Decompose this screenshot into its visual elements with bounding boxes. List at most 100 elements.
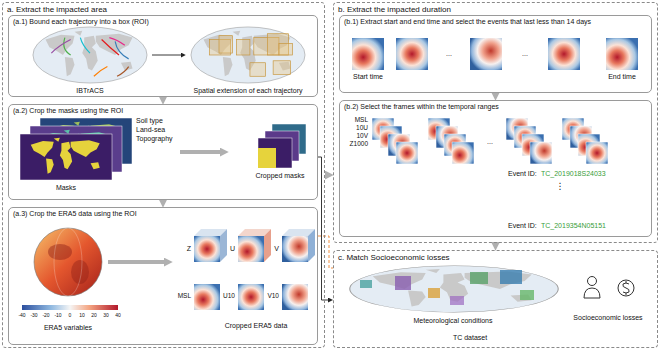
era5-cubes	[238, 284, 264, 310]
figure-label: Soil type	[136, 117, 163, 124]
stage-panel: c. Match Socioeconomic losses	[333, 250, 658, 348]
roi-map	[191, 27, 305, 83]
figure-label: 10U	[356, 125, 368, 132]
trajectory-map	[51, 38, 128, 77]
step-heading: (a.3) Crop the ERA5 data using the ROI	[9, 208, 317, 220]
frame-stacks	[372, 118, 608, 164]
roi-map	[273, 61, 290, 75]
panel-title: a. Extract the impacted area	[3, 3, 324, 16]
figure-label: V	[274, 245, 279, 252]
roi-map	[219, 36, 233, 53]
event-id: TC_2019354N05151	[541, 222, 606, 229]
mask-stack	[31, 138, 100, 174]
mask-stack	[20, 118, 306, 180]
colorbar-tick: 10	[79, 313, 85, 318]
step-heading: (a.2) Crop the masks using the ROI	[9, 105, 317, 117]
era5-cubes	[264, 229, 271, 262]
loss-icons	[623, 283, 629, 293]
colorbar-tick: 0	[69, 313, 72, 318]
event-frames	[470, 38, 502, 70]
dataset-map	[350, 266, 558, 312]
mask-stack	[258, 138, 292, 168]
colorbar-tick: -10	[54, 313, 61, 318]
figure-label: ...	[446, 50, 452, 57]
era5-cubes	[282, 284, 308, 310]
loss-icons	[626, 293, 627, 295]
figure-label: Meteorological conditions	[414, 317, 493, 324]
event-frames	[548, 38, 580, 70]
figure-label: ERA5 variables	[44, 324, 92, 331]
mask-stack	[258, 148, 276, 168]
figure-label: Z1000	[350, 141, 368, 148]
era5-globe	[54, 228, 82, 296]
frame-stacks	[396, 142, 418, 164]
loss-icons	[588, 277, 597, 286]
dataset-map	[428, 288, 440, 298]
flow-connector	[494, 93, 498, 94]
colorbar-tick: -40	[18, 313, 25, 318]
dataset-map	[450, 296, 464, 305]
era5-cubes	[220, 229, 227, 262]
figure-label: MSL	[355, 117, 368, 124]
step-box: (b.2) Select the frames within the tempo…	[339, 100, 652, 237]
event-id: Event ID:	[508, 222, 537, 229]
figure-label: TC dataset	[453, 334, 487, 341]
loss-icons	[626, 281, 627, 283]
colorbar-tick: 40	[115, 313, 121, 318]
roi-map	[236, 40, 250, 55]
flow-connector	[318, 236, 333, 268]
roi-map	[191, 27, 305, 83]
step-box: (a.2) Crop the masks using the ROI	[8, 104, 318, 200]
stage-panel: b. Extract the impacted duration(b.1) Ex…	[333, 2, 658, 243]
figure-label: U10	[223, 293, 235, 300]
dataset-map	[395, 276, 411, 290]
dataset-map	[470, 272, 488, 284]
figure-label: MSL	[178, 293, 191, 300]
event-frames	[352, 38, 638, 70]
dataset-map	[350, 266, 558, 312]
trajectory-map	[117, 67, 129, 77]
era5-cubes	[194, 229, 315, 310]
figure-label: Land-sea	[136, 126, 165, 133]
figure-label: Topography	[136, 135, 173, 142]
colorbar-tick: 30	[103, 313, 109, 318]
trajectory-map	[80, 38, 90, 53]
panel-title: c. Match Socioeconomic losses	[334, 251, 657, 264]
figure-label: End time	[608, 73, 636, 80]
era5-cubes	[194, 236, 220, 262]
mask-stack	[20, 134, 112, 180]
step-heading: (b.2) Select the frames within the tempo…	[340, 101, 651, 113]
figure-label: ...	[487, 138, 493, 145]
step-box: (a.1) Bound each trajectory into a box (…	[8, 15, 318, 97]
event-frames	[606, 38, 638, 70]
roi-map	[250, 63, 265, 77]
loss-icons	[618, 280, 634, 296]
event-frames	[396, 38, 428, 70]
flow-connector	[161, 200, 165, 201]
flow-connector	[494, 243, 498, 244]
figure-label: Cropped masks	[255, 172, 304, 179]
trajectory-map	[33, 27, 147, 83]
trajectory-map	[152, 55, 182, 56]
trajectory-map	[94, 67, 108, 77]
era5-cubes	[194, 284, 220, 310]
step-heading: (a.1) Bound each trajectory into a box (…	[9, 16, 317, 28]
trajectory-map	[33, 27, 182, 83]
dataset-map	[360, 280, 372, 288]
figure-label: U	[230, 245, 235, 252]
dataset-map	[500, 270, 522, 284]
flow-connector	[161, 97, 165, 98]
colorbar-tick: -20	[42, 313, 49, 318]
colorbar-tick: 20	[91, 313, 97, 318]
step-box: (a.3) Crop the ERA5 data using the ROI	[8, 207, 318, 345]
roi-map	[209, 34, 292, 77]
loss-icons	[584, 277, 634, 299]
frame-stacks	[452, 142, 474, 164]
era5-globe	[22, 305, 118, 310]
trajectory-map	[51, 40, 70, 54]
figure-label: ⋮	[556, 182, 565, 191]
figure-label: Cropped ERA5 data	[225, 322, 288, 329]
era5-cubes	[238, 236, 264, 262]
